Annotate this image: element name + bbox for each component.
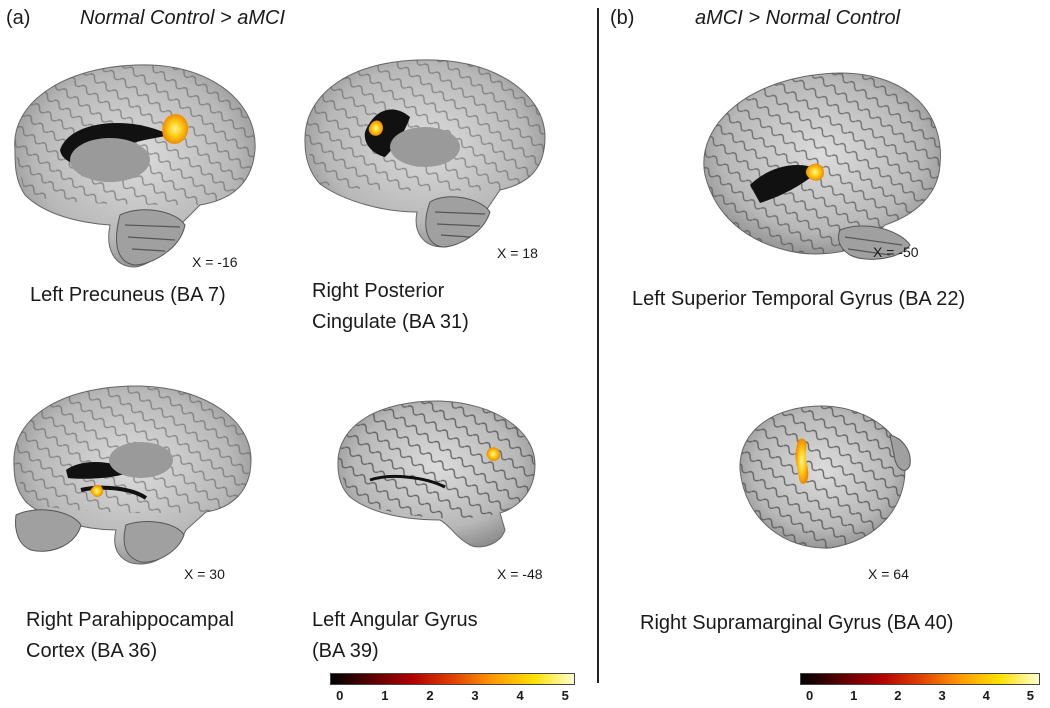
panel-b-label: (b) bbox=[610, 7, 635, 29]
colorbar-tick-label: 2 bbox=[894, 688, 902, 703]
brain-sagittal-left-precuneus bbox=[14, 64, 256, 268]
caption-left-angular-gyrus: Left Angular Gyrus (BA 39) bbox=[312, 605, 478, 667]
caption-line: Left Precuneus (BA 7) bbox=[30, 284, 226, 306]
colorbar-tick-label: 4 bbox=[516, 688, 524, 703]
brain-sagittal-right-parahippocampal bbox=[13, 385, 252, 565]
caption-line: Left Superior Temporal Gyrus (BA 22) bbox=[632, 288, 966, 310]
coord-label: X = -48 bbox=[497, 566, 543, 582]
caption-line: Left Angular Gyrus bbox=[312, 609, 478, 631]
panel-divider bbox=[597, 8, 599, 683]
caption-line: Right Parahippocampal bbox=[26, 609, 234, 631]
caption-line: Cingulate (BA 31) bbox=[312, 311, 469, 333]
caption-left-superior-temporal: Left Superior Temporal Gyrus (BA 22) bbox=[632, 284, 965, 315]
activation-cluster bbox=[805, 163, 824, 181]
colorbar-a bbox=[330, 673, 575, 685]
brain-sagittal-right-supramarginal bbox=[739, 405, 911, 549]
coord-label: X = -16 bbox=[192, 254, 238, 270]
colorbar-tick-label: 5 bbox=[1026, 688, 1035, 703]
caption-left-precuneus: Left Precuneus (BA 7) bbox=[30, 280, 226, 311]
panel-a-contrast-title: Normal Control > aMCI bbox=[80, 7, 286, 29]
coord-label: X = 18 bbox=[497, 245, 538, 261]
activation-cluster bbox=[90, 484, 103, 498]
colorbar-tick-label: 4 bbox=[982, 688, 990, 703]
activation-cluster bbox=[486, 447, 500, 462]
colorbar-b-ticks: 0 1 2 3 4 5 bbox=[800, 688, 1040, 708]
activation-cluster bbox=[368, 120, 383, 136]
colorbar-b bbox=[800, 673, 1040, 685]
activation-cluster bbox=[162, 113, 189, 144]
caption-line: Cortex (BA 36) bbox=[26, 640, 158, 662]
caption-right-posterior-cingulate: Right Posterior Cingulate (BA 31) bbox=[312, 276, 469, 338]
colorbar-tick-label: 0 bbox=[805, 688, 814, 703]
caption-right-supramarginal: Right Supramarginal Gyrus (BA 40) bbox=[640, 608, 953, 639]
brain-sagittal-left-angular-gyrus bbox=[337, 400, 536, 548]
brain-sagittal-right-posterior-cingulate bbox=[304, 59, 546, 248]
brain-sagittal-left-superior-temporal bbox=[703, 72, 941, 260]
colorbar-tick-label: 3 bbox=[471, 688, 479, 703]
caption-line: (BA 39) bbox=[312, 640, 379, 662]
coord-label: X = 64 bbox=[868, 566, 909, 582]
coord-label: X = -50 bbox=[873, 244, 919, 260]
caption-line: Right Supramarginal Gyrus (BA 40) bbox=[640, 612, 954, 634]
colorbar-tick-label: 0 bbox=[336, 688, 344, 703]
colorbar-tick-label: 5 bbox=[561, 688, 569, 703]
colorbar-tick-label: 1 bbox=[850, 688, 858, 703]
colorbar-a-ticks: 0 1 2 3 4 5 bbox=[330, 688, 575, 708]
panel-a-label: (a) bbox=[6, 7, 31, 29]
colorbar-tick-label: 3 bbox=[938, 688, 946, 703]
activation-cluster bbox=[795, 438, 809, 484]
panel-b-contrast-title: aMCI > Normal Control bbox=[695, 7, 901, 29]
caption-right-parahippocampal: Right Parahippocampal Cortex (BA 36) bbox=[26, 605, 234, 667]
coord-label: X = 30 bbox=[184, 566, 225, 582]
colorbar-tick-label: 1 bbox=[381, 688, 389, 703]
caption-line: Right Posterior bbox=[312, 280, 445, 302]
colorbar-tick-label: 2 bbox=[426, 688, 434, 703]
